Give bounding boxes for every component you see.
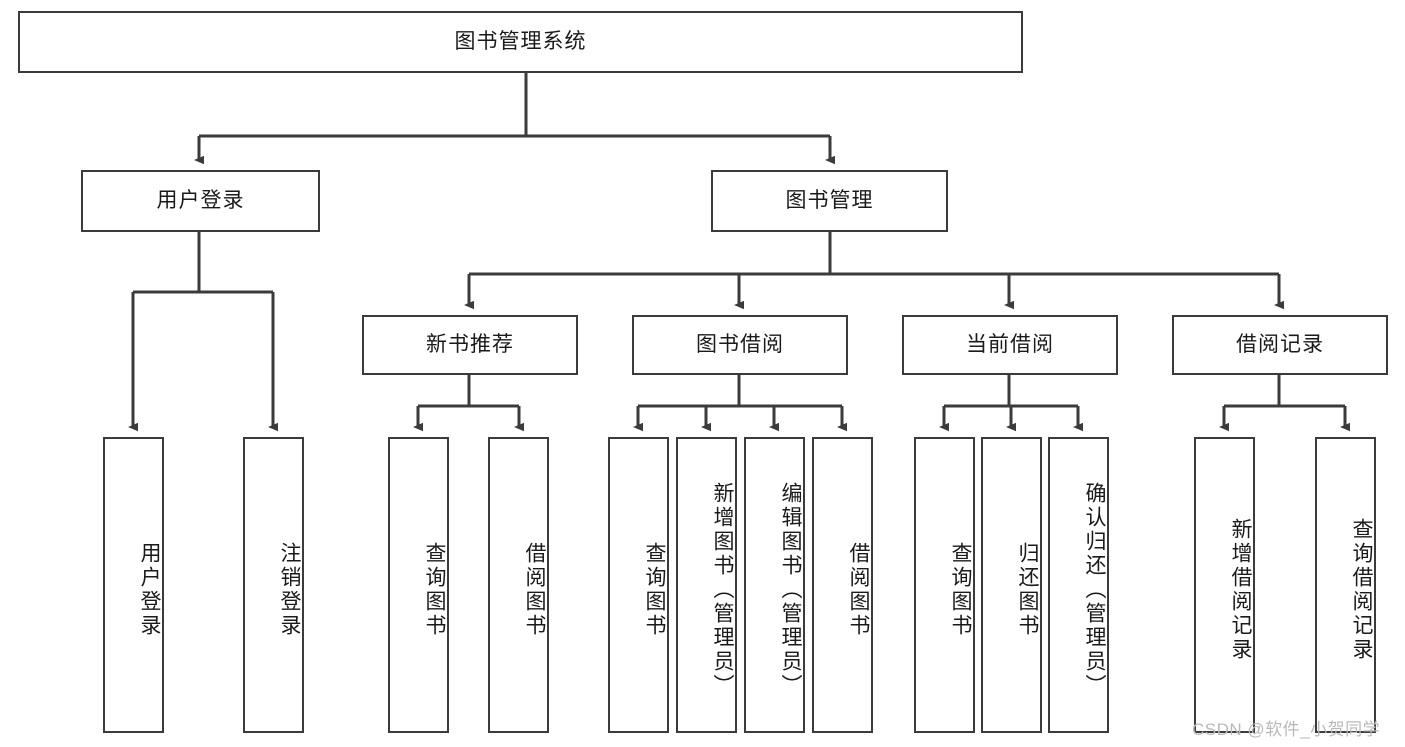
node-label: 新增图书（管理员） — [711, 482, 734, 698]
leaf-current-return-book[interactable]: 归还图书 — [981, 437, 1042, 733]
node-label: 注销登录 — [278, 542, 301, 638]
node-label: 图书管理系统 — [454, 30, 587, 54]
leaf-recommend-borrow-book[interactable]: 借阅图书 — [488, 437, 549, 733]
node-label: 查询图书 — [949, 542, 972, 638]
node-user-login[interactable]: 用户登录 — [81, 170, 320, 232]
leaf-record-add-record[interactable]: 新增借阅记录 — [1194, 437, 1255, 733]
leaf-borrow-query-book[interactable]: 查询图书 — [608, 437, 669, 733]
node-label: 用户登录 — [138, 542, 161, 638]
node-label: 借阅图书 — [523, 542, 546, 638]
leaf-record-query-record[interactable]: 查询借阅记录 — [1315, 437, 1376, 733]
leaf-user-login-login[interactable]: 用户登录 — [103, 437, 164, 733]
node-label: 图书管理 — [785, 189, 874, 213]
node-book-management[interactable]: 图书管理 — [711, 170, 948, 232]
node-root-system[interactable]: 图书管理系统 — [18, 11, 1023, 73]
leaf-current-confirm-return[interactable]: 确认归还（管理员） — [1048, 437, 1109, 733]
node-label: 借阅图书 — [847, 542, 870, 638]
node-label: 确认归还（管理员） — [1083, 482, 1106, 698]
node-label: 归还图书 — [1016, 542, 1039, 638]
node-label: 查询借阅记录 — [1350, 518, 1373, 662]
node-label: 当前借阅 — [966, 333, 1054, 357]
node-label: 用户登录 — [156, 189, 245, 213]
leaf-borrow-add-book[interactable]: 新增图书（管理员） — [676, 437, 737, 733]
node-book-borrow[interactable]: 图书借阅 — [632, 315, 848, 375]
node-borrow-record[interactable]: 借阅记录 — [1172, 315, 1388, 375]
node-label: 编辑图书（管理员） — [779, 482, 802, 698]
leaf-current-query-book[interactable]: 查询图书 — [914, 437, 975, 733]
node-label: 查询图书 — [643, 542, 666, 638]
node-label: 新书推荐 — [426, 333, 514, 357]
leaf-user-login-logout[interactable]: 注销登录 — [243, 437, 304, 733]
node-label: 查询图书 — [423, 542, 446, 638]
node-current-borrow[interactable]: 当前借阅 — [902, 315, 1118, 375]
leaf-borrow-borrow-book[interactable]: 借阅图书 — [812, 437, 873, 733]
node-label: 新增借阅记录 — [1229, 518, 1252, 662]
node-label: 借阅记录 — [1236, 333, 1324, 357]
leaf-borrow-edit-book[interactable]: 编辑图书（管理员） — [744, 437, 805, 733]
node-new-book-recommend[interactable]: 新书推荐 — [362, 315, 578, 375]
leaf-recommend-query-book[interactable]: 查询图书 — [388, 437, 449, 733]
node-label: 图书借阅 — [696, 333, 784, 357]
